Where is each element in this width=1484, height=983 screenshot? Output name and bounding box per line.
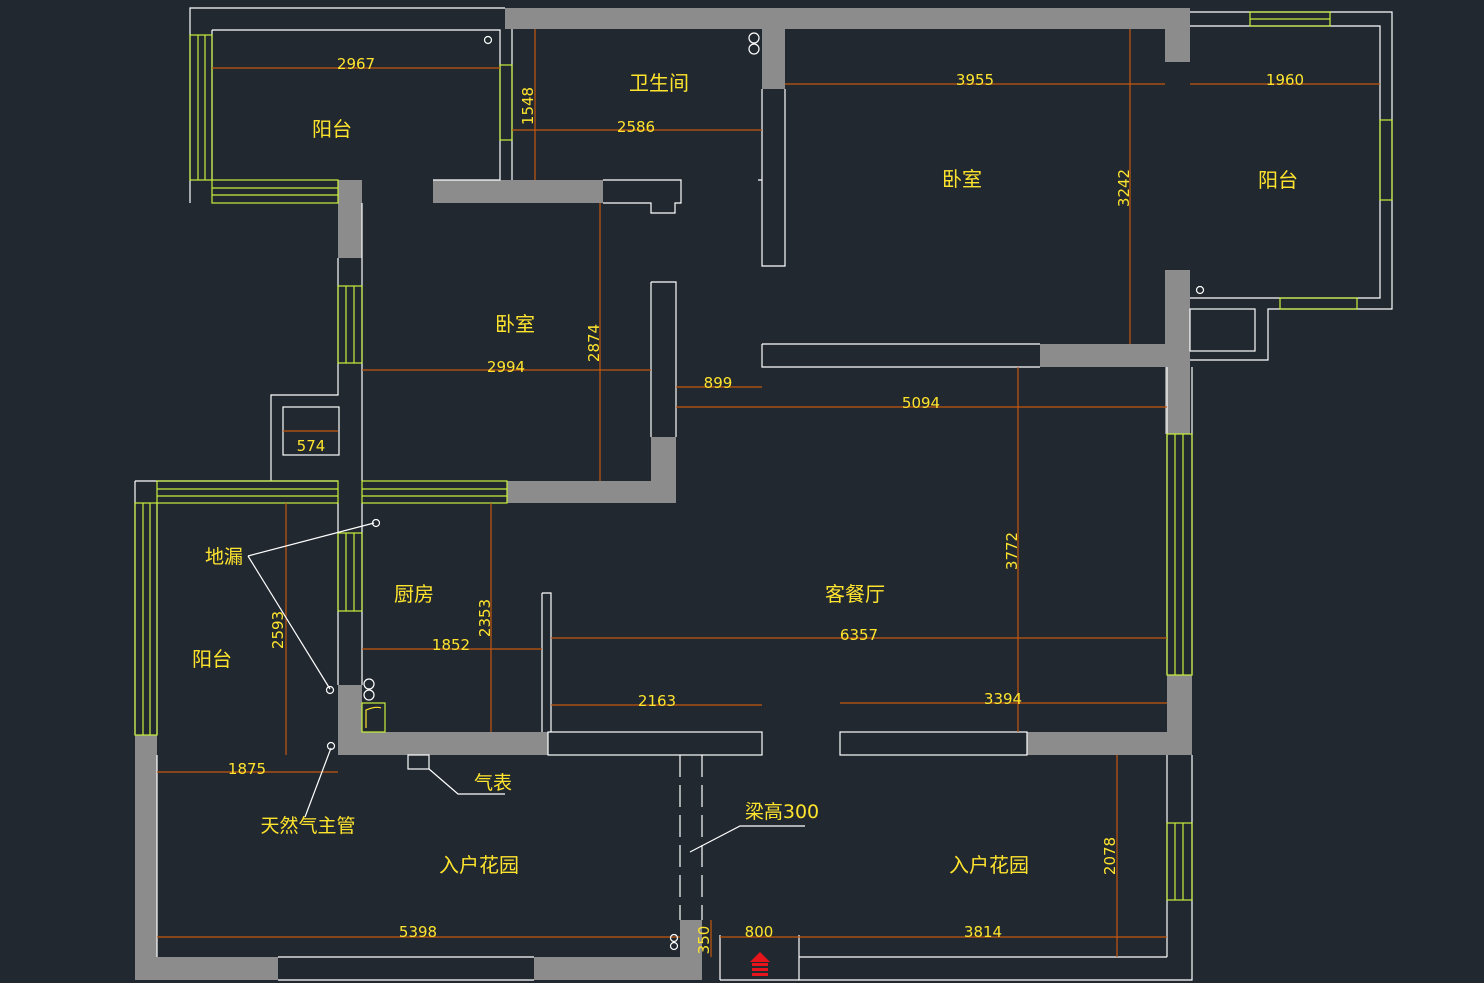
dimension-lines <box>157 29 1380 957</box>
label-kitchen: 厨房 <box>394 582 434 606</box>
label-garden-left: 入户花园 <box>439 853 519 877</box>
dim-2874: 2874 <box>585 324 603 362</box>
dim-1960: 1960 <box>1266 71 1304 89</box>
dim-3955: 3955 <box>956 71 994 89</box>
label-balcony-w: 阳台 <box>192 647 232 671</box>
leader-lines <box>247 522 805 853</box>
fixtures <box>363 32 760 728</box>
dim-2586: 2586 <box>617 118 655 136</box>
label-bedroom-ne: 卧室 <box>942 167 982 191</box>
dim-1875: 1875 <box>228 760 266 778</box>
windows <box>134 11 1393 901</box>
dim-2163: 2163 <box>638 692 676 710</box>
annotations: 地漏 气表 天然气主管 梁高300 <box>205 546 819 837</box>
note-gas-meter: 气表 <box>474 772 512 794</box>
floor-drain-icon <box>325 35 1205 951</box>
label-garden-right: 入户花园 <box>949 853 1029 877</box>
label-bathroom: 卫生间 <box>629 71 689 95</box>
dim-800: 800 <box>745 923 774 941</box>
dim-350: 350 <box>695 926 713 955</box>
dim-6357: 6357 <box>840 626 878 644</box>
dim-2353: 2353 <box>476 599 494 637</box>
entry-arrow-icon <box>750 952 770 976</box>
dim-2994: 2994 <box>487 358 525 376</box>
note-beam: 梁高300 <box>745 801 819 823</box>
room-labels: 阳台 卫生间 卧室 阳台 卧室 厨房 阳台 客餐厅 入户花园 入户花园 <box>192 71 1298 877</box>
label-bedroom-mid: 卧室 <box>495 312 535 336</box>
dim-574: 574 <box>297 437 326 455</box>
walls <box>135 8 1192 980</box>
label-balcony-ne: 阳台 <box>1258 168 1298 192</box>
note-gas-main: 天然气主管 <box>260 815 355 837</box>
dim-1548: 1548 <box>519 87 537 125</box>
label-living-dining: 客餐厅 <box>825 582 885 606</box>
dim-3394: 3394 <box>984 690 1022 708</box>
dim-899: 899 <box>704 374 733 392</box>
dim-5094: 5094 <box>902 394 940 412</box>
dim-3242: 3242 <box>1115 169 1133 207</box>
dim-3814: 3814 <box>964 923 1002 941</box>
dim-1852: 1852 <box>432 636 470 654</box>
dim-5398: 5398 <box>399 923 437 941</box>
note-floor-drain: 地漏 <box>205 546 243 568</box>
label-balcony-nw: 阳台 <box>312 117 352 141</box>
dimension-labels: 2967 1548 2586 3955 1960 3242 2994 2874 … <box>228 55 1304 954</box>
dim-3772: 3772 <box>1003 532 1021 570</box>
dim-2593: 2593 <box>269 611 287 649</box>
dim-2078: 2078 <box>1101 837 1119 875</box>
dim-2967: 2967 <box>337 55 375 73</box>
